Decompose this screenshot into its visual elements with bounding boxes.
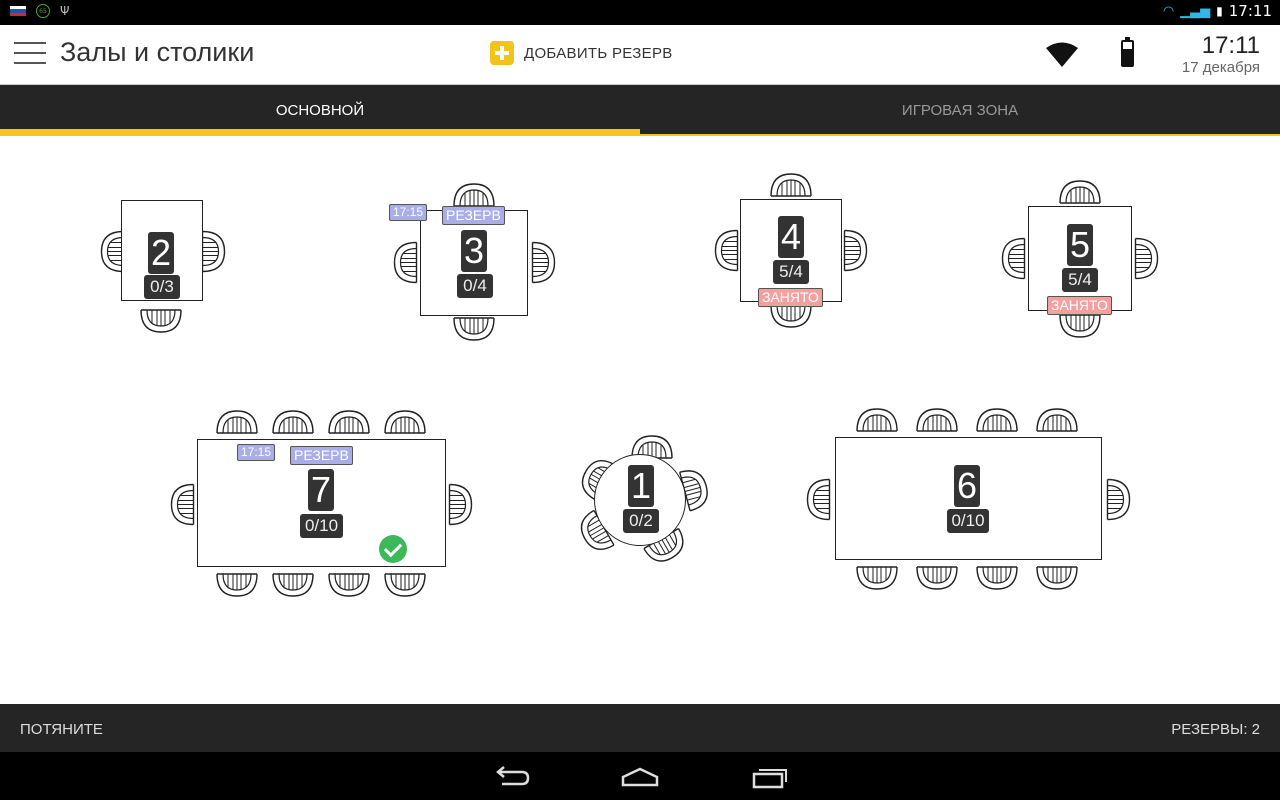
tab-game-zone[interactable]: ИГРОВАЯ ЗОНА xyxy=(901,102,1019,119)
occupied-badge: ЗАНЯТО xyxy=(1047,296,1112,315)
chair-icon xyxy=(138,308,184,335)
chair-icon xyxy=(768,303,814,330)
status-bar: 65 Ψ ◠ ▁▃▅ ▮ 17:11 xyxy=(0,0,1280,25)
hall-tabs: ОСНОВНОЙ ИГРОВАЯ ЗОНА xyxy=(0,85,1280,136)
status-time: 17:11 xyxy=(1228,2,1272,20)
add-reserve-button[interactable]: ДОБАВИТЬ РЕЗЕРВ xyxy=(490,41,673,65)
clock-time: 17:11 xyxy=(1201,32,1260,59)
chair-icon xyxy=(451,316,497,343)
occupied-badge: ЗАНЯТО xyxy=(758,288,823,307)
table-seats: 0/2 xyxy=(623,509,659,533)
chair-icon xyxy=(1057,178,1103,205)
chair-icon xyxy=(270,572,316,599)
table-2[interactable]: 2 0/3 xyxy=(121,200,203,301)
table-seats: 0/10 xyxy=(300,514,343,538)
table-6[interactable]: 6 0/10 xyxy=(835,437,1102,560)
chair-icon xyxy=(1034,565,1080,592)
chair-icon xyxy=(914,406,960,433)
usb-icon: Ψ xyxy=(60,4,70,18)
flag-icon xyxy=(10,6,26,16)
chair-icon xyxy=(1057,313,1103,340)
chair-icon xyxy=(451,181,497,208)
pull-handle[interactable]: ПОТЯНИТЕ xyxy=(20,721,103,738)
back-icon[interactable] xyxy=(492,764,532,790)
home-icon[interactable] xyxy=(620,764,660,790)
chair-icon xyxy=(270,408,316,435)
chair-icon xyxy=(914,565,960,592)
table-seats: 0/3 xyxy=(144,275,180,299)
chair-icon xyxy=(854,565,900,592)
table-number: 3 xyxy=(461,230,487,272)
clock: 17:11 17 декабря xyxy=(1181,32,1260,77)
floor-plan: 2 0/3 3 0/4 17:15 РЕЗЕРВ 4 5/4 ЗАНЯТО 5 … xyxy=(0,136,1280,704)
battery-icon xyxy=(1121,37,1134,67)
chair-icon xyxy=(854,406,900,433)
chair-icon xyxy=(1000,236,1027,282)
table-number: 1 xyxy=(628,465,654,507)
table-seats: 5/4 xyxy=(773,260,809,284)
chair-icon xyxy=(640,525,693,571)
app-badge-icon: 65 xyxy=(36,4,50,18)
table-3[interactable]: 3 0/4 xyxy=(420,210,528,316)
battery-status-icon: ▮ xyxy=(1216,4,1223,18)
wifi-icon xyxy=(1046,42,1078,67)
chair-icon xyxy=(974,565,1020,592)
tab-main[interactable]: ОСНОВНОЙ xyxy=(0,85,640,136)
table-1[interactable]: 1 0/2 xyxy=(594,454,686,546)
check-icon xyxy=(379,535,407,563)
chair-icon xyxy=(214,408,260,435)
reserves-count: РЕЗЕРВЫ: 2 xyxy=(1171,721,1260,738)
page-title: Залы и столики xyxy=(60,37,255,67)
action-bar: Залы и столики ДОБАВИТЬ РЕЗЕРВ 17:11 17 … xyxy=(0,25,1280,85)
menu-icon[interactable] xyxy=(14,42,46,66)
chair-icon xyxy=(326,572,372,599)
chair-icon xyxy=(531,240,558,286)
chair-icon xyxy=(392,240,419,286)
signal-status-icon: ▁▃▅ xyxy=(1180,3,1211,19)
chair-icon xyxy=(169,482,196,528)
chair-icon xyxy=(768,171,814,198)
table-4[interactable]: 4 5/4 xyxy=(740,199,842,302)
plus-icon xyxy=(490,41,514,65)
chair-icon xyxy=(382,408,428,435)
chair-icon xyxy=(448,482,475,528)
table-seats: 0/4 xyxy=(457,274,493,298)
table-seats: 5/4 xyxy=(1062,268,1098,292)
chair-icon xyxy=(1134,236,1161,282)
chair-icon xyxy=(326,408,372,435)
reserve-time-badge: 17:15 xyxy=(237,444,276,461)
clock-date: 17 декабря xyxy=(1181,59,1260,76)
chair-icon xyxy=(1034,406,1080,433)
chair-icon xyxy=(974,406,1020,433)
chair-icon xyxy=(1106,477,1133,523)
table-number: 7 xyxy=(308,469,334,511)
chair-icon xyxy=(677,463,715,514)
reserve-badge: РЕЗЕРВ xyxy=(290,446,353,465)
table-seats: 0/10 xyxy=(947,509,989,533)
table-number: 2 xyxy=(148,232,174,274)
chair-icon xyxy=(805,477,832,523)
system-nav-bar xyxy=(0,752,1280,800)
chair-icon xyxy=(214,572,260,599)
chair-icon xyxy=(382,572,428,599)
bottom-panel: ПОТЯНИТЕ РЕЗЕРВЫ: 2 xyxy=(0,704,1280,752)
reserve-time-badge: 17:15 xyxy=(389,204,428,221)
chair-icon xyxy=(843,228,870,274)
chair-icon xyxy=(713,228,740,274)
recent-apps-icon[interactable] xyxy=(750,764,790,790)
wifi-status-icon: ◠ xyxy=(1162,3,1175,19)
table-number: 6 xyxy=(954,465,980,507)
add-reserve-label: ДОБАВИТЬ РЕЗЕРВ xyxy=(524,44,673,62)
chair-icon xyxy=(201,229,228,275)
table-number: 5 xyxy=(1067,224,1093,266)
reserve-badge: РЕЗЕРВ xyxy=(442,206,505,225)
table-number: 4 xyxy=(778,216,804,258)
